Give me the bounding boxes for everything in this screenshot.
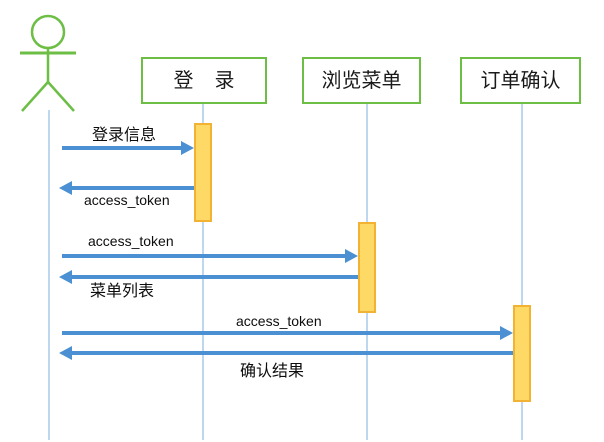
message-arrowhead-1 — [181, 141, 194, 155]
message-label-6: 确认结果 — [240, 363, 305, 380]
message-line-3 — [62, 254, 346, 258]
message-line-6 — [71, 351, 513, 355]
message-label-4: 菜单列表 — [90, 283, 155, 300]
activation-bar-login — [194, 123, 212, 222]
message-line-2 — [71, 186, 194, 190]
activation-bar-browse — [358, 222, 376, 313]
message-line-1 — [62, 146, 182, 150]
lifeline-actor — [48, 110, 50, 440]
message-label-3: access_token — [88, 233, 174, 249]
user-actor — [8, 12, 92, 114]
lifeline-confirm — [521, 103, 523, 440]
message-line-4 — [71, 275, 358, 279]
message-label-5: access_token — [236, 313, 322, 329]
participant-box-browse[interactable]: 浏览菜单 — [302, 57, 421, 104]
message-arrowhead-4 — [59, 270, 72, 284]
participant-box-login[interactable]: 登 录 — [141, 57, 267, 104]
message-label-1: 登录信息 — [92, 127, 157, 144]
message-arrowhead-6 — [59, 346, 72, 360]
participant-box-confirm[interactable]: 订单确认 — [460, 57, 581, 104]
stick-figure-icon — [20, 14, 76, 112]
activation-bar-confirm — [513, 305, 531, 402]
message-arrowhead-2 — [59, 181, 72, 195]
message-arrowhead-5 — [500, 326, 513, 340]
lifeline-login — [202, 103, 204, 440]
message-arrowhead-3 — [345, 249, 358, 263]
message-label-2: access_token — [84, 192, 170, 208]
message-line-5 — [62, 331, 501, 335]
